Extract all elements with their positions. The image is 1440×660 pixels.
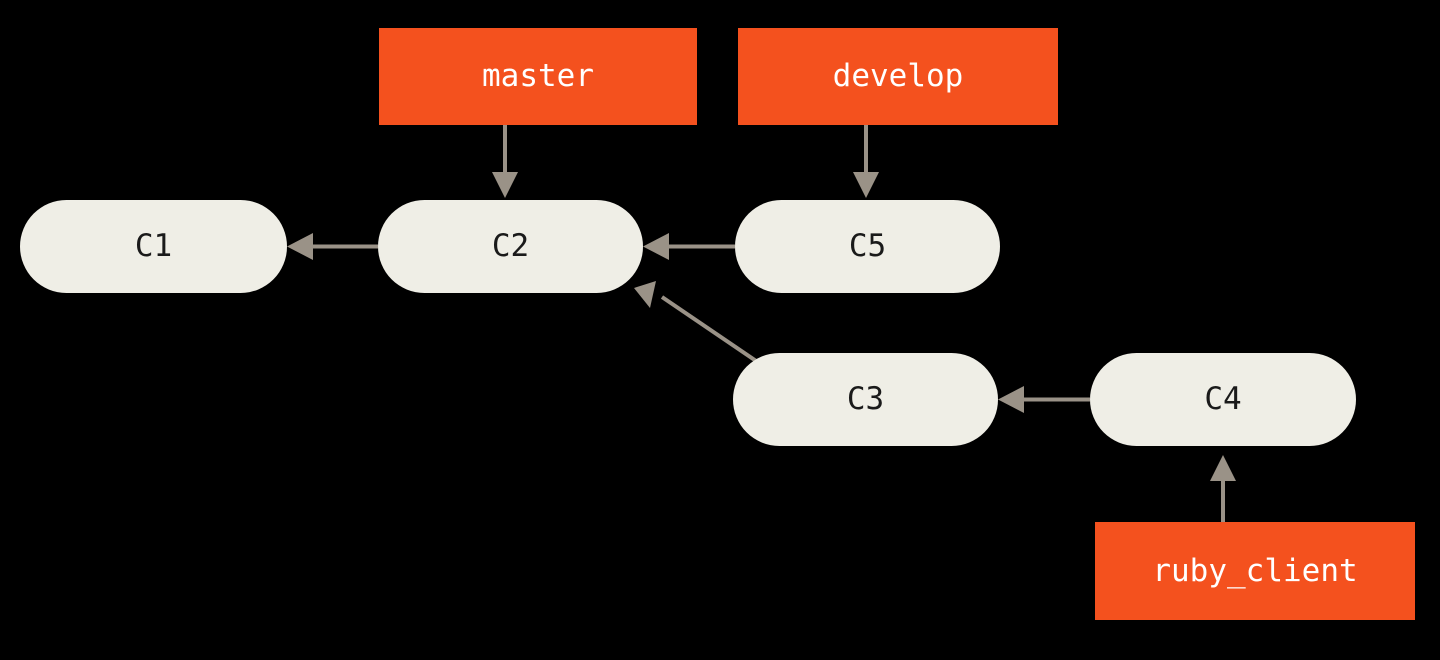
branch-label-text: ruby_client [1152, 552, 1358, 589]
commit-label: C3 [846, 381, 885, 417]
edge-c4-to-c3 [998, 386, 1090, 413]
branch-label-develop[interactable]: develop [738, 28, 1058, 125]
edge-master-to-c2 [492, 125, 518, 198]
commit-label: C2 [491, 228, 530, 264]
commit-label: C4 [1204, 381, 1242, 417]
commit-label: C5 [848, 228, 887, 264]
edge-c5-to-c2 [643, 233, 735, 260]
commit-node-c5[interactable]: C5 [735, 200, 1000, 293]
commit-node-c4[interactable]: C4 [1090, 353, 1356, 446]
commit-node-c3[interactable]: C3 [733, 353, 998, 446]
branch-label-text: develop [832, 58, 964, 94]
edge-c2-to-c1 [287, 233, 378, 260]
commit-node-c1[interactable]: C1 [20, 200, 287, 293]
edge-c3-to-c2 [634, 281, 764, 367]
commit-node-c2[interactable]: C2 [378, 200, 643, 293]
branch-label-text: master [482, 58, 594, 94]
commit-label: C1 [134, 228, 173, 264]
branch-label-master[interactable]: master [379, 28, 697, 125]
branch-label-ruby-client[interactable]: ruby_client [1095, 522, 1415, 620]
edge-ruby-client-to-c4 [1210, 455, 1236, 522]
edge-develop-to-c5 [853, 125, 879, 198]
